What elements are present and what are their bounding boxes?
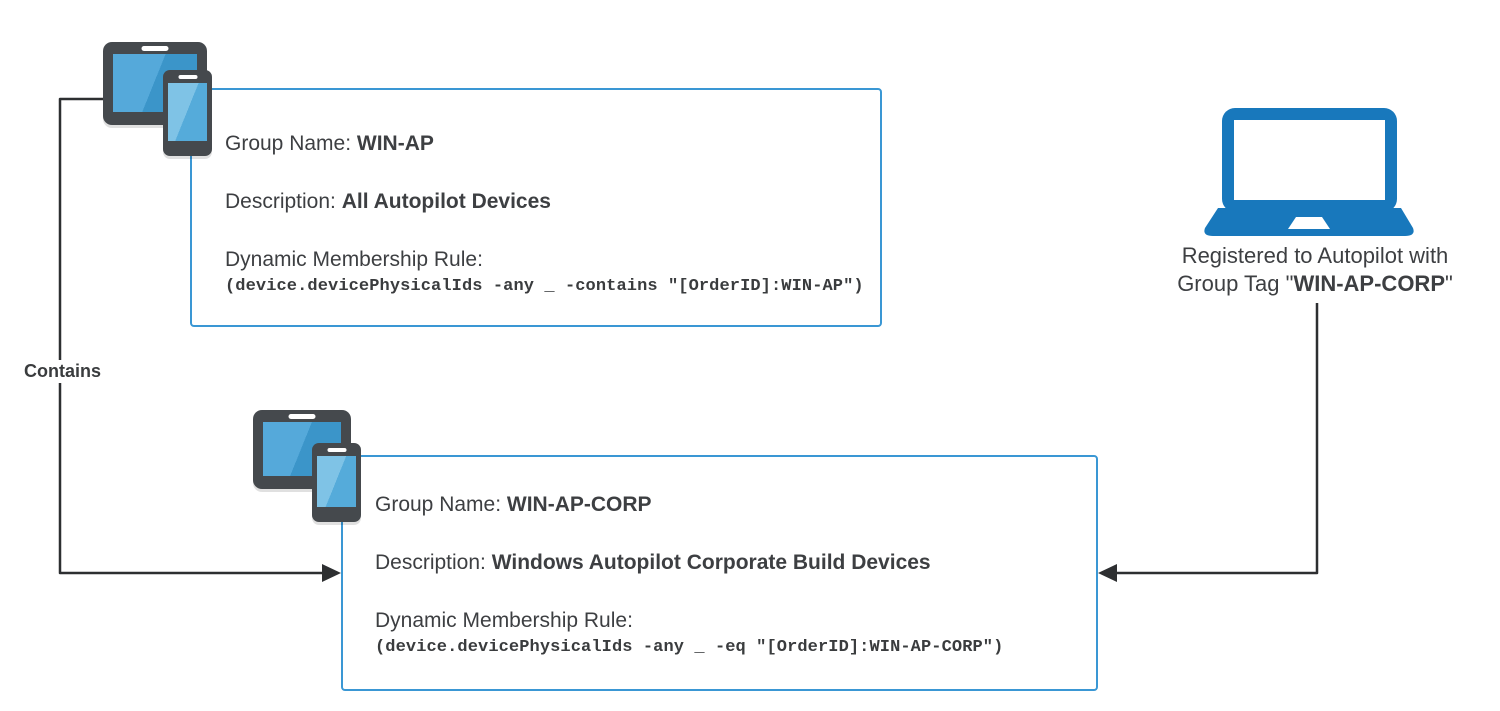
tablet-phone-icon xyxy=(250,408,365,523)
group-name-label: Group Name: xyxy=(225,132,357,155)
phone-icon xyxy=(312,443,361,522)
group-box-win-ap-corp: Group Name: WIN-AP-CORP Description: Win… xyxy=(341,455,1098,691)
group-name-line: Group Name: WIN-AP-CORP xyxy=(375,491,1086,518)
tablet-phone-icon xyxy=(100,40,215,158)
laptop-caption-line2: Group Tag "WIN-AP-CORP" xyxy=(1155,270,1475,298)
rule-label: Dynamic Membership Rule: xyxy=(225,248,483,271)
phone-camera xyxy=(327,448,346,452)
laptop-caption: Registered to Autopilot with Group Tag "… xyxy=(1155,242,1475,298)
laptop-caption-suffix: " xyxy=(1445,271,1453,296)
arrowhead-right-icon xyxy=(322,564,341,582)
tablet-camera xyxy=(141,46,169,51)
tablet-camera xyxy=(288,414,316,419)
description-label: Description: xyxy=(375,551,492,574)
contains-label: Contains xyxy=(20,360,106,383)
laptop-icon xyxy=(1204,108,1414,236)
laptop-caption-line1: Registered to Autopilot with xyxy=(1181,243,1449,268)
phone-camera xyxy=(178,75,197,79)
registered-connector xyxy=(1098,303,1319,582)
description-value: Windows Autopilot Corporate Build Device… xyxy=(491,551,931,574)
phone-screen xyxy=(168,83,207,141)
rule-code: (device.devicePhysicalIds -any _ -eq "[O… xyxy=(375,638,1004,657)
group-box-win-ap: Group Name: WIN-AP Description: All Auto… xyxy=(190,88,882,327)
phone-screen xyxy=(317,456,356,507)
description-value: All Autopilot Devices xyxy=(341,190,551,213)
description-label: Description: xyxy=(225,190,342,213)
arrowhead-left-icon xyxy=(1098,564,1117,582)
rule-label: Dynamic Membership Rule: xyxy=(375,609,633,632)
group-name-label: Group Name: xyxy=(375,493,507,516)
group-name-value: WIN-AP xyxy=(356,132,434,155)
laptop-caption-group-tag: WIN-AP-CORP xyxy=(1293,271,1445,296)
description-line: Description: Windows Autopilot Corporate… xyxy=(375,549,1086,576)
rule-code: (device.devicePhysicalIds -any _ -contai… xyxy=(225,277,864,296)
laptop-caption-prefix: Group Tag " xyxy=(1177,271,1294,296)
description-line: Description: All Autopilot Devices xyxy=(225,188,870,215)
group-name-value: WIN-AP-CORP xyxy=(506,493,652,516)
phone-icon xyxy=(163,70,212,156)
group-name-line: Group Name: WIN-AP xyxy=(225,130,870,157)
